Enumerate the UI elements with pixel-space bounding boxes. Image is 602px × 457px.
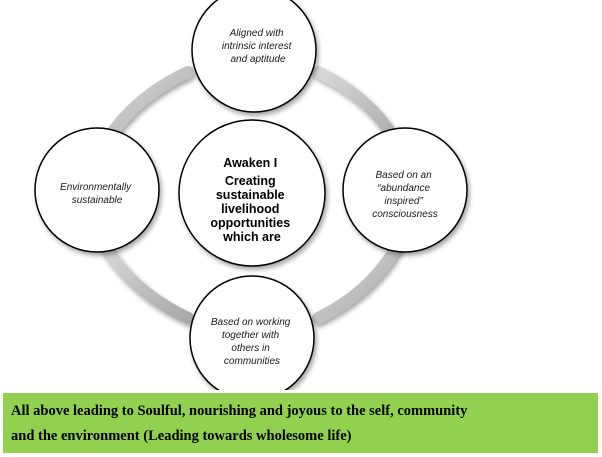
svg-text:Awaken I Creating: Awaken I Creating sustainable livelihood… [210,156,293,244]
connector-arc-right-bottom [312,238,404,324]
node-bottom-line: communities [224,356,280,367]
center-title: Awaken I [223,156,277,170]
summary-line-1: All above leading to Soulful, nourishing… [11,403,468,419]
node-right-circle [342,127,468,253]
svg-text:Environmentally sustaina: Environmentally sustainable [60,182,134,206]
node-left-line: sustainable [72,195,123,206]
svg-text:Aligned with intrinsic i: Aligned with intrinsic interest and apti… [222,28,294,65]
node-left-circle [34,127,160,253]
node-top-line: intrinsic interest [222,41,293,52]
cycle-diagram: Aligned with intrinsic interest and apti… [34,0,468,390]
node-bottom: Based on working together with others in… [189,275,315,390]
center-line: Creating [225,174,276,188]
node-top-line: Aligned with [229,28,284,39]
node-center-circle [178,119,326,267]
node-left: Environmentally sustainable [34,127,160,253]
node-bottom-line: others in [231,343,270,354]
svg-text:Based on an “abundance: Based on an “abundance inspired” conscio… [372,170,438,220]
node-top-circle [191,0,317,113]
center-line: sustainable [216,188,285,202]
node-right-line: inspired” [384,196,423,207]
node-bottom-line: Based on working [211,317,291,328]
node-right-line: “abundance [377,183,430,194]
node-right-line: Based on an [376,170,433,181]
node-bottom-circle [189,275,315,390]
svg-text:Based on working togethe: Based on working together with others in… [211,317,293,367]
center-line: which are [222,230,281,244]
node-center: Awaken I Creating sustainable livelihood… [178,119,326,267]
center-line: livelihood [221,202,279,216]
node-top: Aligned with intrinsic interest and apti… [191,0,317,113]
node-right: Based on an “abundance inspired” conscio… [342,127,468,253]
node-right-line: consciousness [372,209,438,220]
node-bottom-line: together with [222,330,280,341]
node-left-line: Environmentally [60,182,132,193]
center-line: opportunities [210,216,290,230]
connector-arc-bottom-left [98,238,194,324]
node-top-line: and aptitude [230,54,285,65]
summary-banner: All above leading to Soulful, nourishing… [3,393,598,453]
summary-line-2: and the environment (Leading towards who… [11,428,352,444]
